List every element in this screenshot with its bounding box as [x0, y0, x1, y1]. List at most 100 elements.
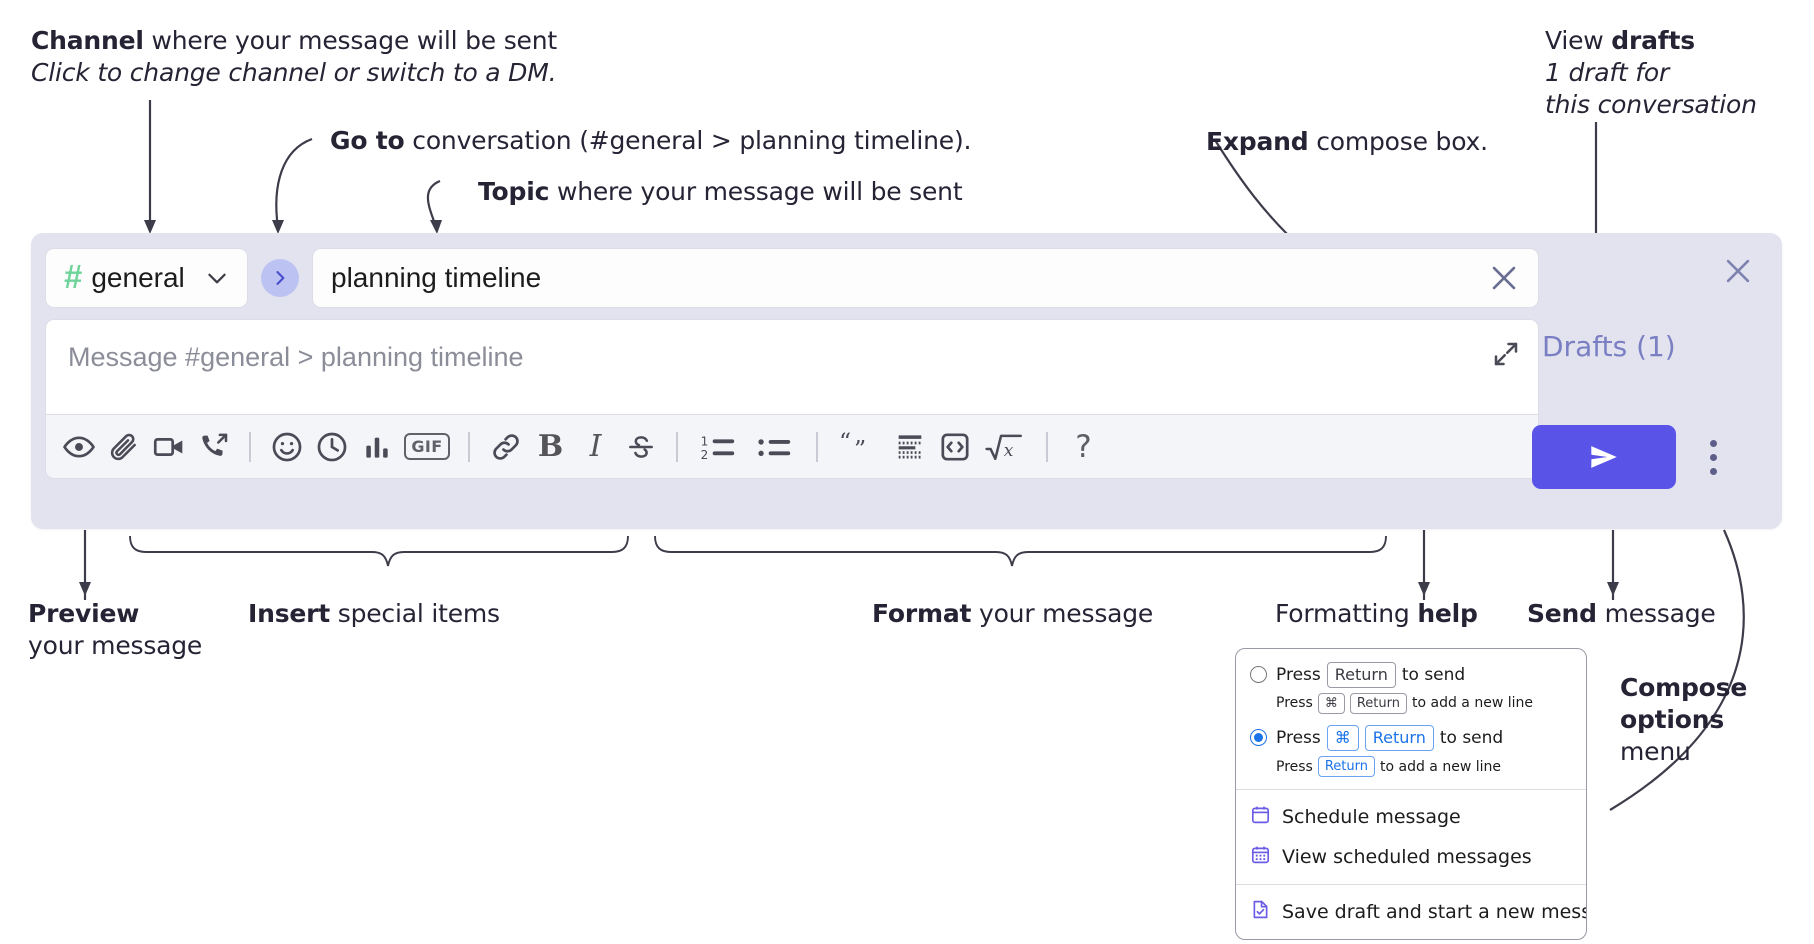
menu-item-label: Schedule message — [1282, 806, 1461, 829]
radio-button[interactable] — [1250, 666, 1267, 684]
message-placeholder: Message #general > planning timeline — [68, 342, 524, 372]
annotation-compose-line1: Compose — [1620, 673, 1748, 702]
gif-label: GIF — [404, 433, 450, 460]
attachment-icon[interactable] — [101, 424, 146, 470]
menu-item-schedule-message[interactable]: Schedule message — [1236, 797, 1586, 837]
sub-action: to add a new line — [1380, 758, 1501, 775]
annotation-insert: Insert special items — [248, 598, 500, 630]
drafts-link[interactable]: Drafts (1) — [1542, 330, 1676, 363]
annotation-channel-italic: Click to change channel or switch to a D… — [31, 58, 557, 87]
annotation-send-bold: Send — [1527, 599, 1597, 628]
annotation-goto-bold: Go to — [330, 126, 405, 155]
option-label: Press Return to send — [1276, 662, 1465, 688]
radio-option-return-to-send[interactable]: Press Return to send — [1236, 659, 1586, 691]
channel-name-label: general — [91, 262, 185, 293]
annotation-formatting-help: Formatting help — [1275, 598, 1478, 630]
key-return: Return — [1317, 755, 1375, 778]
video-camera-icon[interactable] — [146, 424, 191, 470]
option-press-word: Press — [1276, 727, 1321, 748]
kebab-dot — [1709, 453, 1717, 461]
menu-item-label: Save draft and start a new message — [1282, 901, 1586, 924]
annotation-send-rest: message — [1596, 599, 1716, 628]
radio-option-cmd-return-to-send[interactable]: Press ⌘ Return to send — [1236, 722, 1586, 754]
svg-text:”: ” — [854, 435, 866, 463]
compose-options-button[interactable] — [1696, 431, 1730, 483]
channel-selector[interactable]: # general — [45, 248, 248, 308]
annotation-preview-bold: Preview — [28, 599, 140, 628]
annotation-drafts-plain: View — [1545, 26, 1612, 55]
math-icon[interactable]: x — [977, 424, 1033, 470]
compose-panel: # general planning timeline M — [31, 233, 1782, 529]
bar-chart-icon[interactable] — [354, 424, 399, 470]
close-icon[interactable] — [1720, 253, 1756, 289]
clock-icon[interactable] — [309, 424, 354, 470]
annotation-compose-line3: menu — [1620, 737, 1691, 766]
annotation-help-bold: help — [1417, 599, 1478, 628]
option-label: Press ⌘ Return to send — [1276, 725, 1503, 751]
annotation-format: Format your message — [872, 598, 1153, 630]
annotation-insert-rest: special items — [330, 599, 500, 628]
send-button[interactable] — [1532, 425, 1676, 489]
code-block-icon[interactable] — [887, 424, 932, 470]
sub-press-word: Press — [1276, 695, 1313, 712]
code-icon[interactable] — [932, 424, 977, 470]
annotation-preview-line2: your message — [28, 631, 203, 660]
option-subtext: Press Return to add a new line — [1236, 754, 1586, 780]
goto-conversation-button[interactable] — [261, 259, 299, 297]
key-return: Return — [1349, 692, 1407, 715]
compose-options-menu: Press Return to send Press ⌘ Return to a… — [1235, 648, 1587, 941]
toolbar-divider — [1046, 431, 1048, 462]
calendar-grid-icon — [1250, 844, 1271, 870]
link-icon[interactable] — [483, 424, 528, 470]
annotation-goto-rest: conversation (#general > planning timeli… — [404, 126, 972, 155]
strikethrough-icon[interactable] — [618, 424, 663, 470]
send-shortcut-options: Press Return to send Press ⌘ Return to a… — [1236, 649, 1586, 789]
svg-text:2: 2 — [701, 448, 709, 462]
menu-item-save-draft[interactable]: Save draft and start a new message — [1236, 892, 1586, 932]
topic-value: planning timeline — [331, 262, 542, 293]
schedule-group: Schedule message View scheduled messages — [1236, 790, 1586, 884]
message-input[interactable]: Message #general > planning timeline — [45, 319, 1539, 415]
menu-item-view-scheduled-messages[interactable]: View scheduled messages — [1236, 837, 1586, 877]
emoji-icon[interactable] — [264, 424, 309, 470]
topic-input[interactable]: planning timeline — [312, 248, 1539, 308]
annotation-preview: Preview your message — [28, 598, 202, 662]
audio-clip-icon[interactable] — [191, 424, 236, 470]
close-icon[interactable] — [1484, 258, 1524, 298]
toolbar-divider — [676, 431, 678, 462]
compose-panel-right: Drafts (1) — [1524, 233, 1782, 529]
annotation-drafts-line1: 1 draft for — [1545, 58, 1670, 87]
blockquote-icon[interactable]: “” — [831, 424, 887, 470]
annotation-compose-line2: options — [1620, 705, 1725, 734]
sub-press-word: Press — [1276, 758, 1313, 775]
annotation-drafts-bold: drafts — [1611, 26, 1695, 55]
draft-group: Save draft and start a new message — [1236, 885, 1586, 939]
annotation-help-plain: Formatting — [1275, 599, 1418, 628]
option-action: to send — [1401, 664, 1466, 685]
italic-icon[interactable]: I — [573, 424, 618, 470]
bullet-list-icon[interactable] — [747, 424, 803, 470]
toolbar-divider — [249, 431, 251, 462]
key-return: Return — [1364, 725, 1434, 751]
annotation-insert-bold: Insert — [248, 599, 331, 628]
bold-glyph: B — [537, 429, 564, 464]
radio-button-selected[interactable] — [1250, 729, 1267, 747]
help-icon[interactable]: ? — [1061, 424, 1106, 470]
bold-icon[interactable]: B — [528, 424, 573, 470]
expand-icon[interactable] — [1488, 336, 1524, 372]
annotation-goto: Go to conversation (#general > planning … — [330, 125, 971, 157]
annotation-channel-bold: Channel — [31, 26, 144, 55]
key-return: Return — [1326, 662, 1396, 688]
annotation-compose-options: Compose options menu — [1620, 672, 1747, 768]
option-subtext: Press ⌘ Return to add a new line — [1236, 691, 1586, 717]
compose-main-column: # general planning timeline M — [45, 247, 1539, 479]
menu-divider — [1236, 789, 1586, 791]
gif-icon[interactable]: GIF — [399, 424, 455, 470]
preview-icon[interactable] — [56, 424, 101, 470]
annotation-expand: Expand compose box. — [1206, 126, 1488, 158]
hash-icon: # — [64, 257, 83, 295]
annotation-channel-rest: where your message will be sent — [143, 26, 557, 55]
key-command: ⌘ — [1326, 725, 1359, 751]
